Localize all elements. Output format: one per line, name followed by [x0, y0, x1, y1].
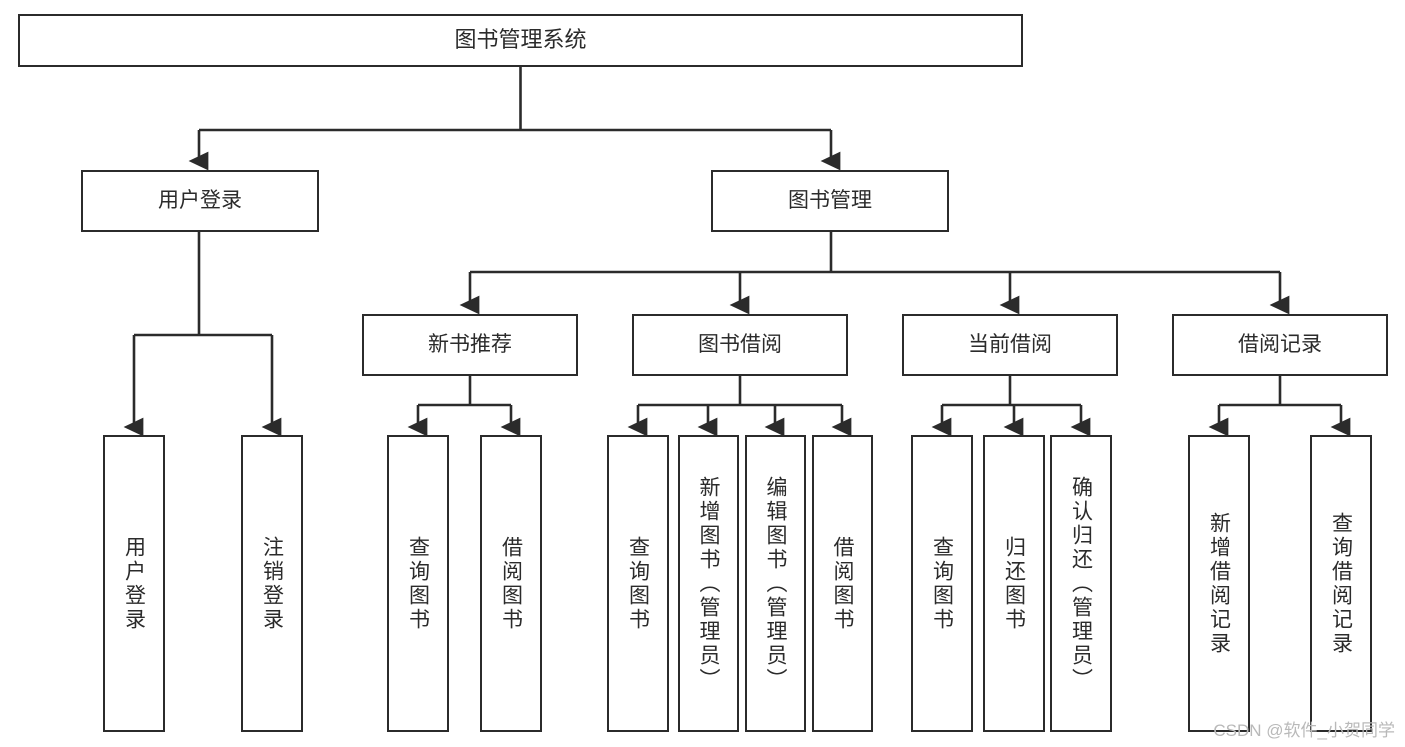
node-query-borrow-record[interactable]: 查询借阅记录: [1310, 435, 1372, 732]
node-book-borrow[interactable]: 图书借阅: [632, 314, 848, 376]
node-user-login-leaf[interactable]: 用户登录: [103, 435, 165, 732]
node-label: 用户登录: [158, 189, 242, 213]
node-label: 新书推荐: [428, 333, 512, 357]
node-label: 编辑图书（管理员）: [764, 475, 787, 692]
node-current-borrow[interactable]: 当前借阅: [902, 314, 1118, 376]
node-label: 借阅图书: [499, 535, 523, 632]
node-user-login[interactable]: 用户登录: [81, 170, 319, 232]
node-book-management[interactable]: 图书管理: [711, 170, 949, 232]
node-borrow-book-2[interactable]: 借阅图书: [812, 435, 873, 732]
node-edit-book-admin[interactable]: 编辑图书（管理员）: [745, 435, 806, 732]
node-label: 借阅图书: [831, 535, 854, 632]
node-add-borrow-record[interactable]: 新增借阅记录: [1188, 435, 1250, 732]
node-label: 查询图书: [930, 535, 954, 632]
node-label: 用户登录: [122, 535, 146, 632]
node-query-book-2[interactable]: 查询图书: [607, 435, 669, 732]
node-query-book-3[interactable]: 查询图书: [911, 435, 973, 732]
node-label: 查询图书: [626, 535, 650, 632]
node-user-logout-leaf[interactable]: 注销登录: [241, 435, 303, 732]
node-label: 查询借阅记录: [1329, 511, 1353, 656]
node-borrow-book-1[interactable]: 借阅图书: [480, 435, 542, 732]
node-label: 新增借阅记录: [1207, 511, 1231, 656]
node-label: 注销登录: [260, 535, 284, 632]
node-label: 查询图书: [406, 535, 430, 632]
node-borrow-record[interactable]: 借阅记录: [1172, 314, 1388, 376]
node-confirm-return-admin[interactable]: 确认归还（管理员）: [1050, 435, 1112, 732]
node-label: 图书管理: [788, 189, 872, 213]
node-query-book-1[interactable]: 查询图书: [387, 435, 449, 732]
node-root-system[interactable]: 图书管理系统: [18, 14, 1023, 67]
node-label: 图书管理系统: [454, 27, 587, 53]
node-label: 图书借阅: [698, 333, 782, 357]
node-label: 新增图书（管理员）: [697, 475, 720, 692]
node-label: 归还图书: [1002, 535, 1026, 632]
node-label: 当前借阅: [968, 333, 1052, 357]
node-return-book[interactable]: 归还图书: [983, 435, 1045, 732]
node-label: 确认归还（管理员）: [1069, 475, 1093, 692]
node-label: 借阅记录: [1238, 333, 1322, 357]
node-add-book-admin[interactable]: 新增图书（管理员）: [678, 435, 739, 732]
node-new-book-recommend[interactable]: 新书推荐: [362, 314, 578, 376]
